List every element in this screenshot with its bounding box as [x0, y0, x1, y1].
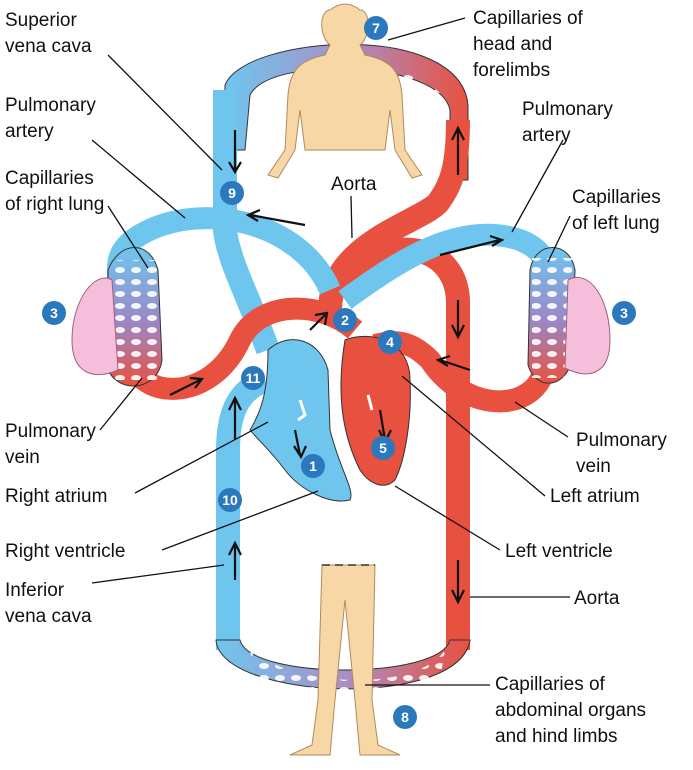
step-badge-10: 10: [218, 488, 242, 512]
label-inferior-vena-cava: Inferior vena cava: [5, 580, 92, 627]
label-left-ventricle: Left ventricle: [505, 541, 613, 562]
svg-text:4: 4: [386, 334, 394, 350]
label-pulmonary-vein-right: Pulmonary vein: [576, 430, 672, 477]
left-heart: [340, 335, 411, 486]
step-badge-4: 4: [378, 330, 402, 354]
label-capillaries-right-lung: Capillaries of right lung: [5, 168, 104, 215]
svg-text:5: 5: [379, 440, 387, 456]
step-badge-11: 11: [241, 366, 265, 390]
label-pulmonary-artery-left: Pulmonary artery: [5, 95, 101, 142]
leader-lines: [91, 17, 571, 686]
upper-body-silhouette: [267, 3, 423, 179]
step-badge-8: 8: [393, 705, 417, 729]
step-badge-5: 5: [371, 436, 395, 460]
pulmonary-vein-right-lung: [119, 297, 363, 400]
flow-arrows: [169, 125, 505, 605]
lower-body-silhouette: [289, 564, 401, 756]
svg-text:3: 3: [620, 305, 628, 321]
label-right-atrium: Right atrium: [5, 486, 107, 507]
step-badge-1: 1: [301, 454, 325, 478]
svg-text:2: 2: [341, 312, 349, 328]
label-aorta-top: Aorta: [331, 174, 377, 195]
heart: [249, 335, 411, 502]
step-badge-2: 2: [333, 308, 357, 332]
svg-text:11: 11: [246, 370, 261, 386]
label-pulmonary-vein-left: Pulmonary vein: [5, 421, 101, 468]
abdominal-capillary-bed: [215, 639, 471, 695]
svg-text:9: 9: [228, 185, 236, 201]
label-right-ventricle: Right ventricle: [5, 541, 125, 562]
svg-text:8: 8: [401, 709, 409, 725]
svg-text:1: 1: [309, 458, 317, 474]
label-capillaries-left-lung: Capillaries of left lung: [572, 187, 666, 234]
step-badge-3-left: 3: [42, 301, 66, 325]
label-pulmonary-artery-right: Pulmonary artery: [522, 99, 618, 146]
right-lung-capillary-bed: [107, 247, 163, 387]
label-superior-vena-cava: Superior vena cava: [5, 10, 92, 57]
label-capillaries-head: Capillaries of head and forelimbs: [473, 8, 588, 81]
right-heart: [249, 339, 352, 502]
label-left-atrium: Left atrium: [550, 486, 640, 507]
svg-text:10: 10: [222, 492, 238, 508]
step-badge-9: 9: [220, 181, 244, 205]
svg-text:3: 3: [50, 305, 58, 321]
left-lung: [564, 277, 611, 375]
svg-text:7: 7: [372, 20, 380, 36]
right-lung: [71, 277, 119, 376]
superior-vena-cava: [213, 90, 280, 355]
step-badge-7: 7: [364, 16, 388, 40]
label-aorta-bottom: Aorta: [574, 588, 620, 609]
label-capillaries-abdominal: Capillaries of abdominal organs and hind…: [495, 674, 651, 747]
step-badge-3-right: 3: [612, 301, 636, 325]
